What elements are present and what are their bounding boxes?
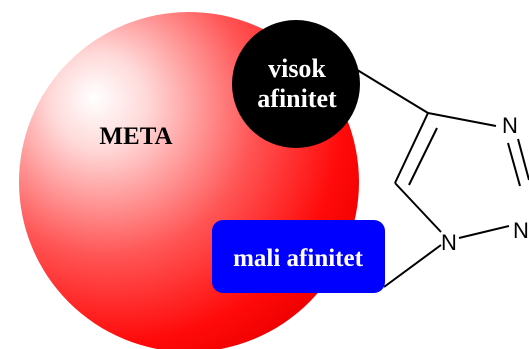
- ring-bond: [427, 112, 497, 127]
- low-affinity-connector: [383, 244, 442, 288]
- high-affinity-connector: [353, 67, 429, 114]
- ring-bond: [394, 112, 429, 184]
- ring-bond: [507, 142, 521, 187]
- nitrogen-atom-top: N: [502, 113, 518, 138]
- ring-double-bond: [517, 138, 529, 181]
- low-affinity-site: mali afinitet: [212, 220, 385, 293]
- nitrogen-atom-bottom: N: [441, 230, 457, 255]
- low-affinity-box: [212, 220, 385, 293]
- high-affinity-label-line2: afinitet: [257, 84, 337, 113]
- high-affinity-circle: [232, 20, 360, 148]
- ring-double-bond: [408, 127, 438, 186]
- target-label: META: [99, 123, 172, 150]
- nitrogen-atom-right: N: [513, 218, 529, 243]
- low-affinity-label: mali afinitet: [233, 245, 364, 272]
- triazole-ring: N N N: [394, 112, 529, 255]
- ring-bond: [458, 225, 510, 239]
- high-affinity-label-line1: visok: [268, 54, 326, 83]
- ring-bond: [394, 182, 442, 233]
- high-affinity-site: visok afinitet: [232, 20, 360, 148]
